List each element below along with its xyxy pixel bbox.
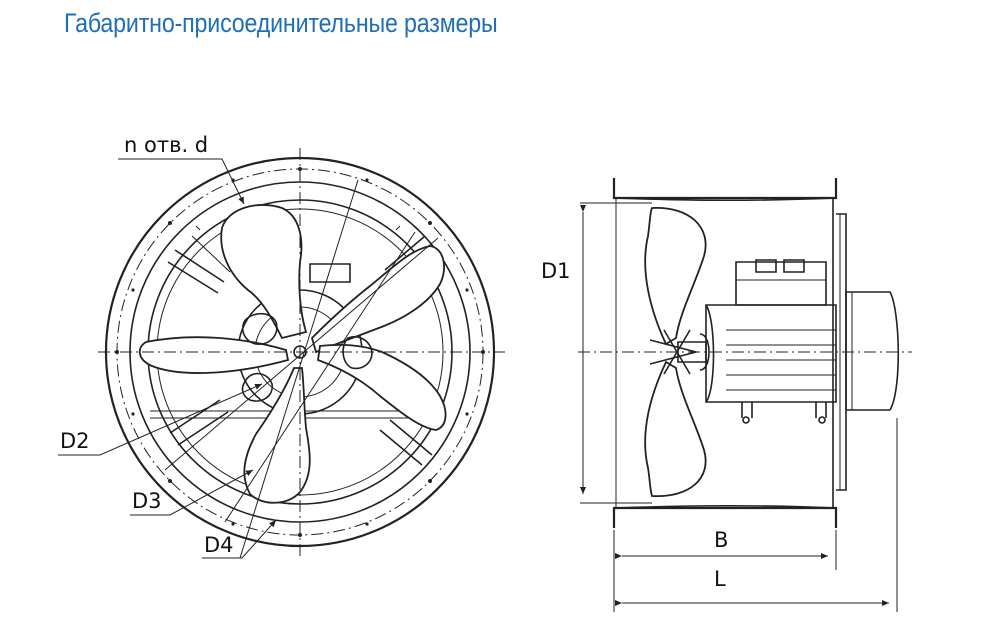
- d4-label: D4: [204, 533, 234, 557]
- b-label: B: [714, 528, 728, 552]
- l-label: L: [714, 567, 726, 591]
- motor-fan-cover: [845, 291, 900, 411]
- motor-front-cap: [705, 304, 715, 403]
- holes-label: n отв. d: [124, 133, 208, 157]
- d2-label: D2: [60, 429, 90, 453]
- front-diagonal-1: [239, 179, 359, 559]
- side-blade-upper: [644, 207, 707, 346]
- dimensions-side: [580, 202, 898, 612]
- housing-top-edge: [613, 197, 837, 202]
- motor-body: [705, 304, 837, 403]
- blade-lower-right: [317, 344, 447, 431]
- blade-right: [310, 245, 445, 354]
- leaders-front: [58, 158, 277, 559]
- bolt-holes: [115, 167, 485, 537]
- blade-top: [220, 204, 308, 340]
- housing-bottom-edge: [613, 504, 837, 509]
- motor-terminal-box: [735, 261, 827, 306]
- motor-box-front: [309, 263, 351, 283]
- blade-bottom: [243, 367, 311, 504]
- blade-left: [138, 336, 290, 375]
- front-diagonal-2: [224, 231, 416, 523]
- side-view: [578, 178, 912, 528]
- page-title: Габаритно-присоединительные размеры: [64, 8, 498, 38]
- shaft: [677, 341, 707, 363]
- motor-feet: [741, 402, 827, 418]
- d1-label: D1: [541, 259, 571, 283]
- housing-bottom-flange: [612, 506, 838, 528]
- front-view: [98, 148, 505, 559]
- motor-cable-glands: [755, 259, 805, 273]
- motor-fins: [726, 329, 836, 391]
- housing-top-flange: [612, 178, 838, 200]
- impeller-blades: [138, 204, 447, 504]
- d3-label: D3: [132, 489, 162, 513]
- front-diagonal-3: [164, 237, 439, 471]
- side-blade-lower: [644, 360, 707, 497]
